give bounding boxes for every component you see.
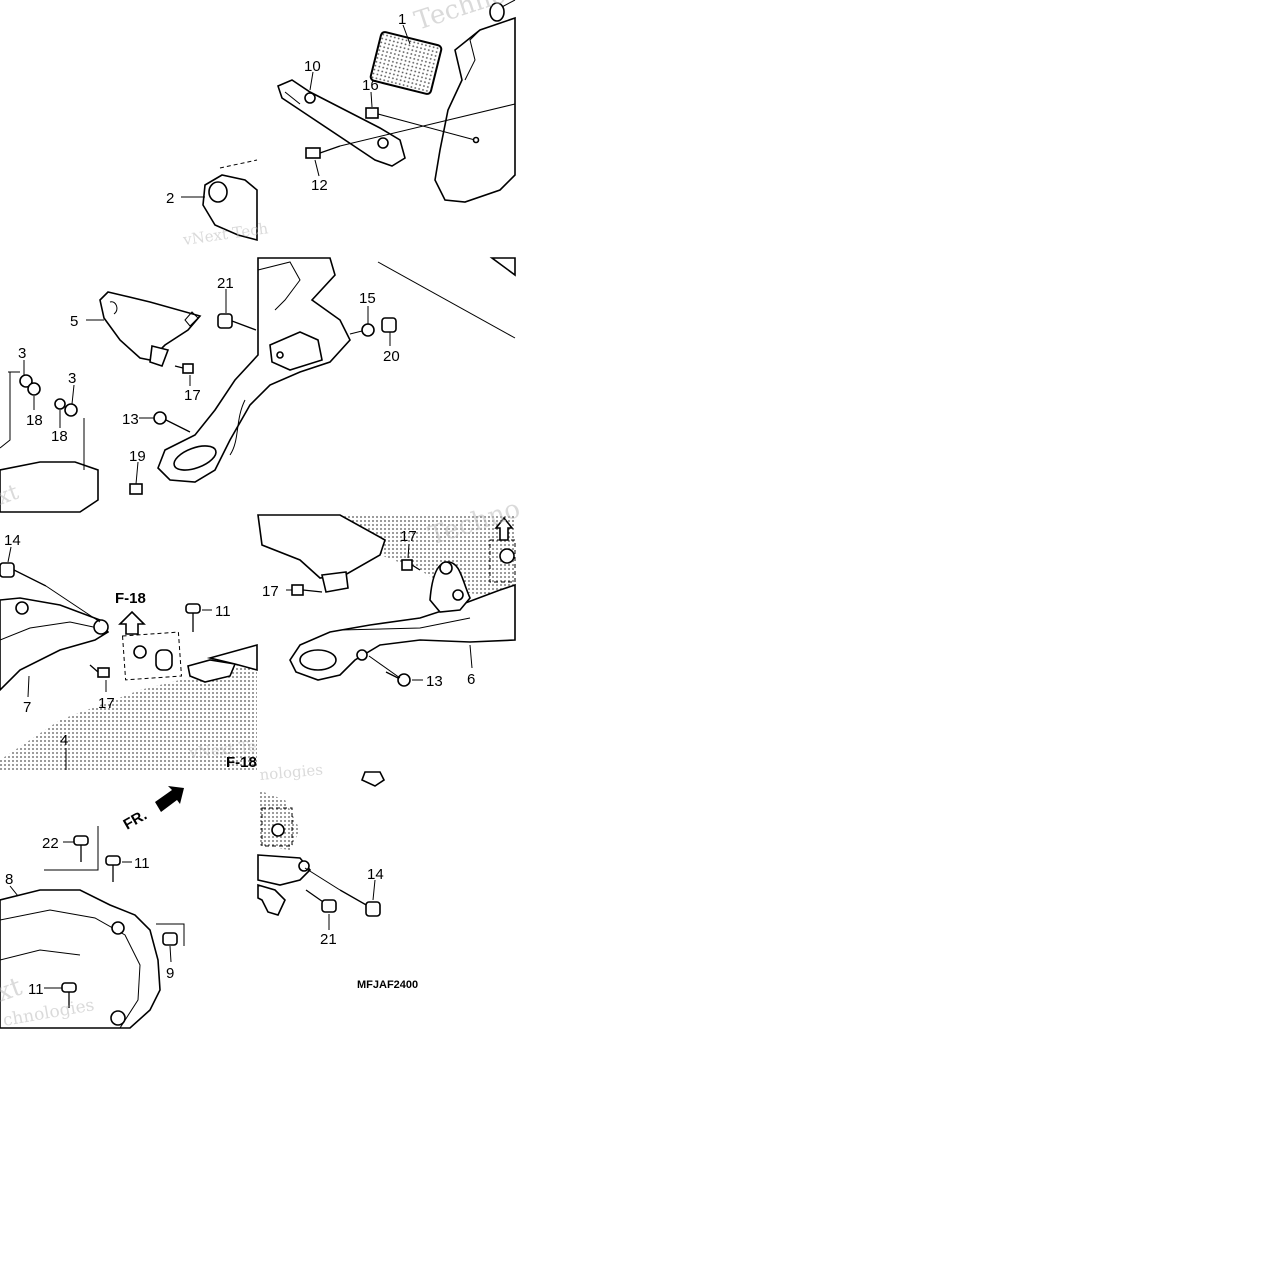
- nut-19: [129, 483, 143, 495]
- callout-13: 13: [122, 411, 139, 428]
- watermark: nologies: [259, 761, 324, 784]
- bolt-21: [305, 889, 337, 913]
- screw-22: [73, 835, 89, 862]
- bolt-21: [217, 313, 257, 331]
- rear-fender-outline: [434, 16, 516, 203]
- callout-11: 11: [134, 855, 150, 872]
- callout-18: 18: [26, 412, 43, 429]
- callout-17: 17: [262, 583, 279, 600]
- callout-21: 21: [217, 275, 234, 292]
- tile-side-cover: 5 21 17 3 18 18 3 13 19 xt: [0, 275, 257, 513]
- cowl-7: [0, 597, 110, 692]
- screw-17: [89, 664, 110, 678]
- callout-17: 17: [98, 695, 115, 712]
- tile-seat-cowl: 14 F-18 11 17 7 4 F-18 vNext Te: [0, 532, 258, 771]
- callout-4: 4: [60, 732, 68, 749]
- screw-11: [185, 603, 201, 632]
- tile-grab-rail: 15 20: [157, 257, 516, 483]
- callout-12: 12: [311, 177, 328, 194]
- callout-20: 20: [383, 348, 400, 365]
- ref-f18: F-18: [226, 754, 257, 771]
- screw-17: [291, 584, 323, 596]
- nut-18a: [27, 382, 41, 396]
- bolt-13: [153, 411, 191, 433]
- nut-18b: [54, 398, 66, 410]
- callout-14: 14: [367, 866, 384, 883]
- callout-11: 11: [28, 981, 44, 998]
- ref-f18: F-18: [115, 590, 146, 607]
- bolt-13: [385, 671, 411, 687]
- nut-20: [381, 317, 397, 333]
- callout-22: 22: [42, 835, 59, 852]
- screw-17: [174, 363, 194, 374]
- callout-8: 8: [5, 871, 13, 888]
- bolt-14: [0, 562, 101, 623]
- callout-17: 17: [184, 387, 201, 404]
- callout-17: 17: [400, 528, 417, 545]
- callout-7: 7: [23, 699, 31, 716]
- screw-11: [105, 855, 121, 882]
- callout-11: 11: [215, 603, 231, 620]
- callout-3: 3: [68, 370, 76, 387]
- callout-9: 9: [166, 965, 174, 982]
- callout-14: 14: [4, 532, 21, 549]
- callout-1: 1: [398, 11, 406, 28]
- bolt-14: [339, 889, 381, 917]
- callout-21: 21: [320, 931, 337, 948]
- callout-6: 6: [467, 671, 475, 688]
- callout-2: 2: [166, 190, 174, 207]
- callout-3: 3: [18, 345, 26, 362]
- callout-13: 13: [426, 673, 443, 690]
- grommet-3b: [64, 403, 78, 417]
- tile-mount-bolts: nologies 14 21 MFJAF2400: [257, 761, 418, 991]
- ref-front: FR.: [121, 807, 150, 834]
- callout-19: 19: [129, 448, 146, 465]
- callout-18: 18: [51, 428, 68, 445]
- tile-part-2: 2 vNext Tech: [166, 159, 270, 249]
- tile-rear-bracket: 17 17 13 6 Techno: [257, 494, 524, 690]
- collar-16: [365, 107, 379, 119]
- tile-reflector: 1 10 16 12 Techno: [277, 0, 516, 203]
- bolt-12: [305, 145, 341, 159]
- clip-9: [162, 932, 178, 946]
- grab-rail: [157, 257, 351, 483]
- grommet-3a: [19, 374, 33, 388]
- license-bracket: [277, 79, 406, 167]
- callout-10: 10: [304, 58, 321, 75]
- callout-5: 5: [70, 313, 78, 330]
- callout-15: 15: [359, 290, 376, 307]
- tile-under-cowl: FR. 22 11 8 9: [0, 786, 185, 1031]
- washer-15: [361, 323, 375, 337]
- callout-16: 16: [362, 77, 379, 94]
- cover-5: [99, 291, 202, 361]
- screw-17: [401, 559, 421, 571]
- reflector: [369, 31, 443, 95]
- diagram-code: MFJAF2400: [357, 979, 418, 991]
- front-arrow-icon: [155, 786, 184, 812]
